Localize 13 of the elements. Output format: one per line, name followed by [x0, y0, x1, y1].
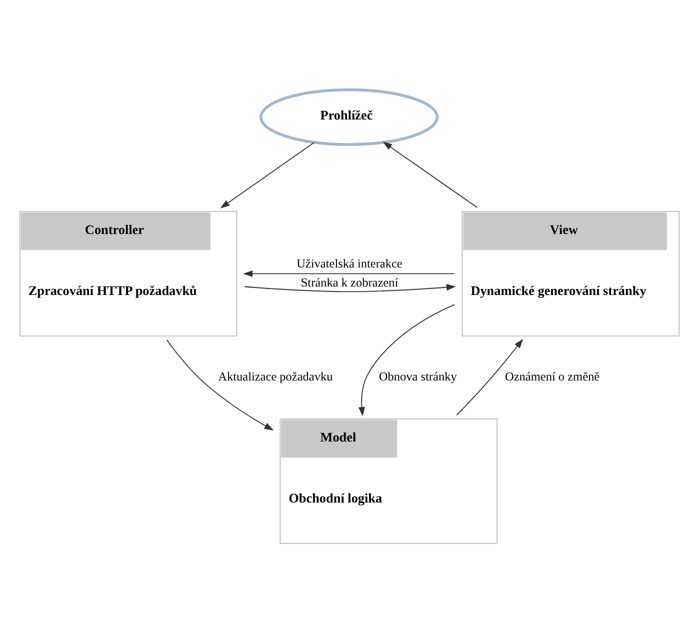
arrow: [456, 338, 524, 416]
arrow: [220, 142, 315, 208]
arrow: [166, 339, 274, 431]
arrow: [358, 304, 455, 416]
arrow: [244, 284, 456, 292]
edge-label: Stránka k zobrazení: [300, 275, 398, 290]
edge-label: Uživatelská interakce: [296, 256, 402, 270]
arrow: [243, 270, 455, 277]
edge-label: Oznámení o změně: [505, 370, 600, 384]
edge-label: Aktualizace požadavku: [218, 370, 333, 384]
arrow: [382, 142, 478, 208]
edge-label: Obnova stránky: [378, 370, 457, 384]
node-ellipse: Prohlížeč: [259, 88, 439, 146]
